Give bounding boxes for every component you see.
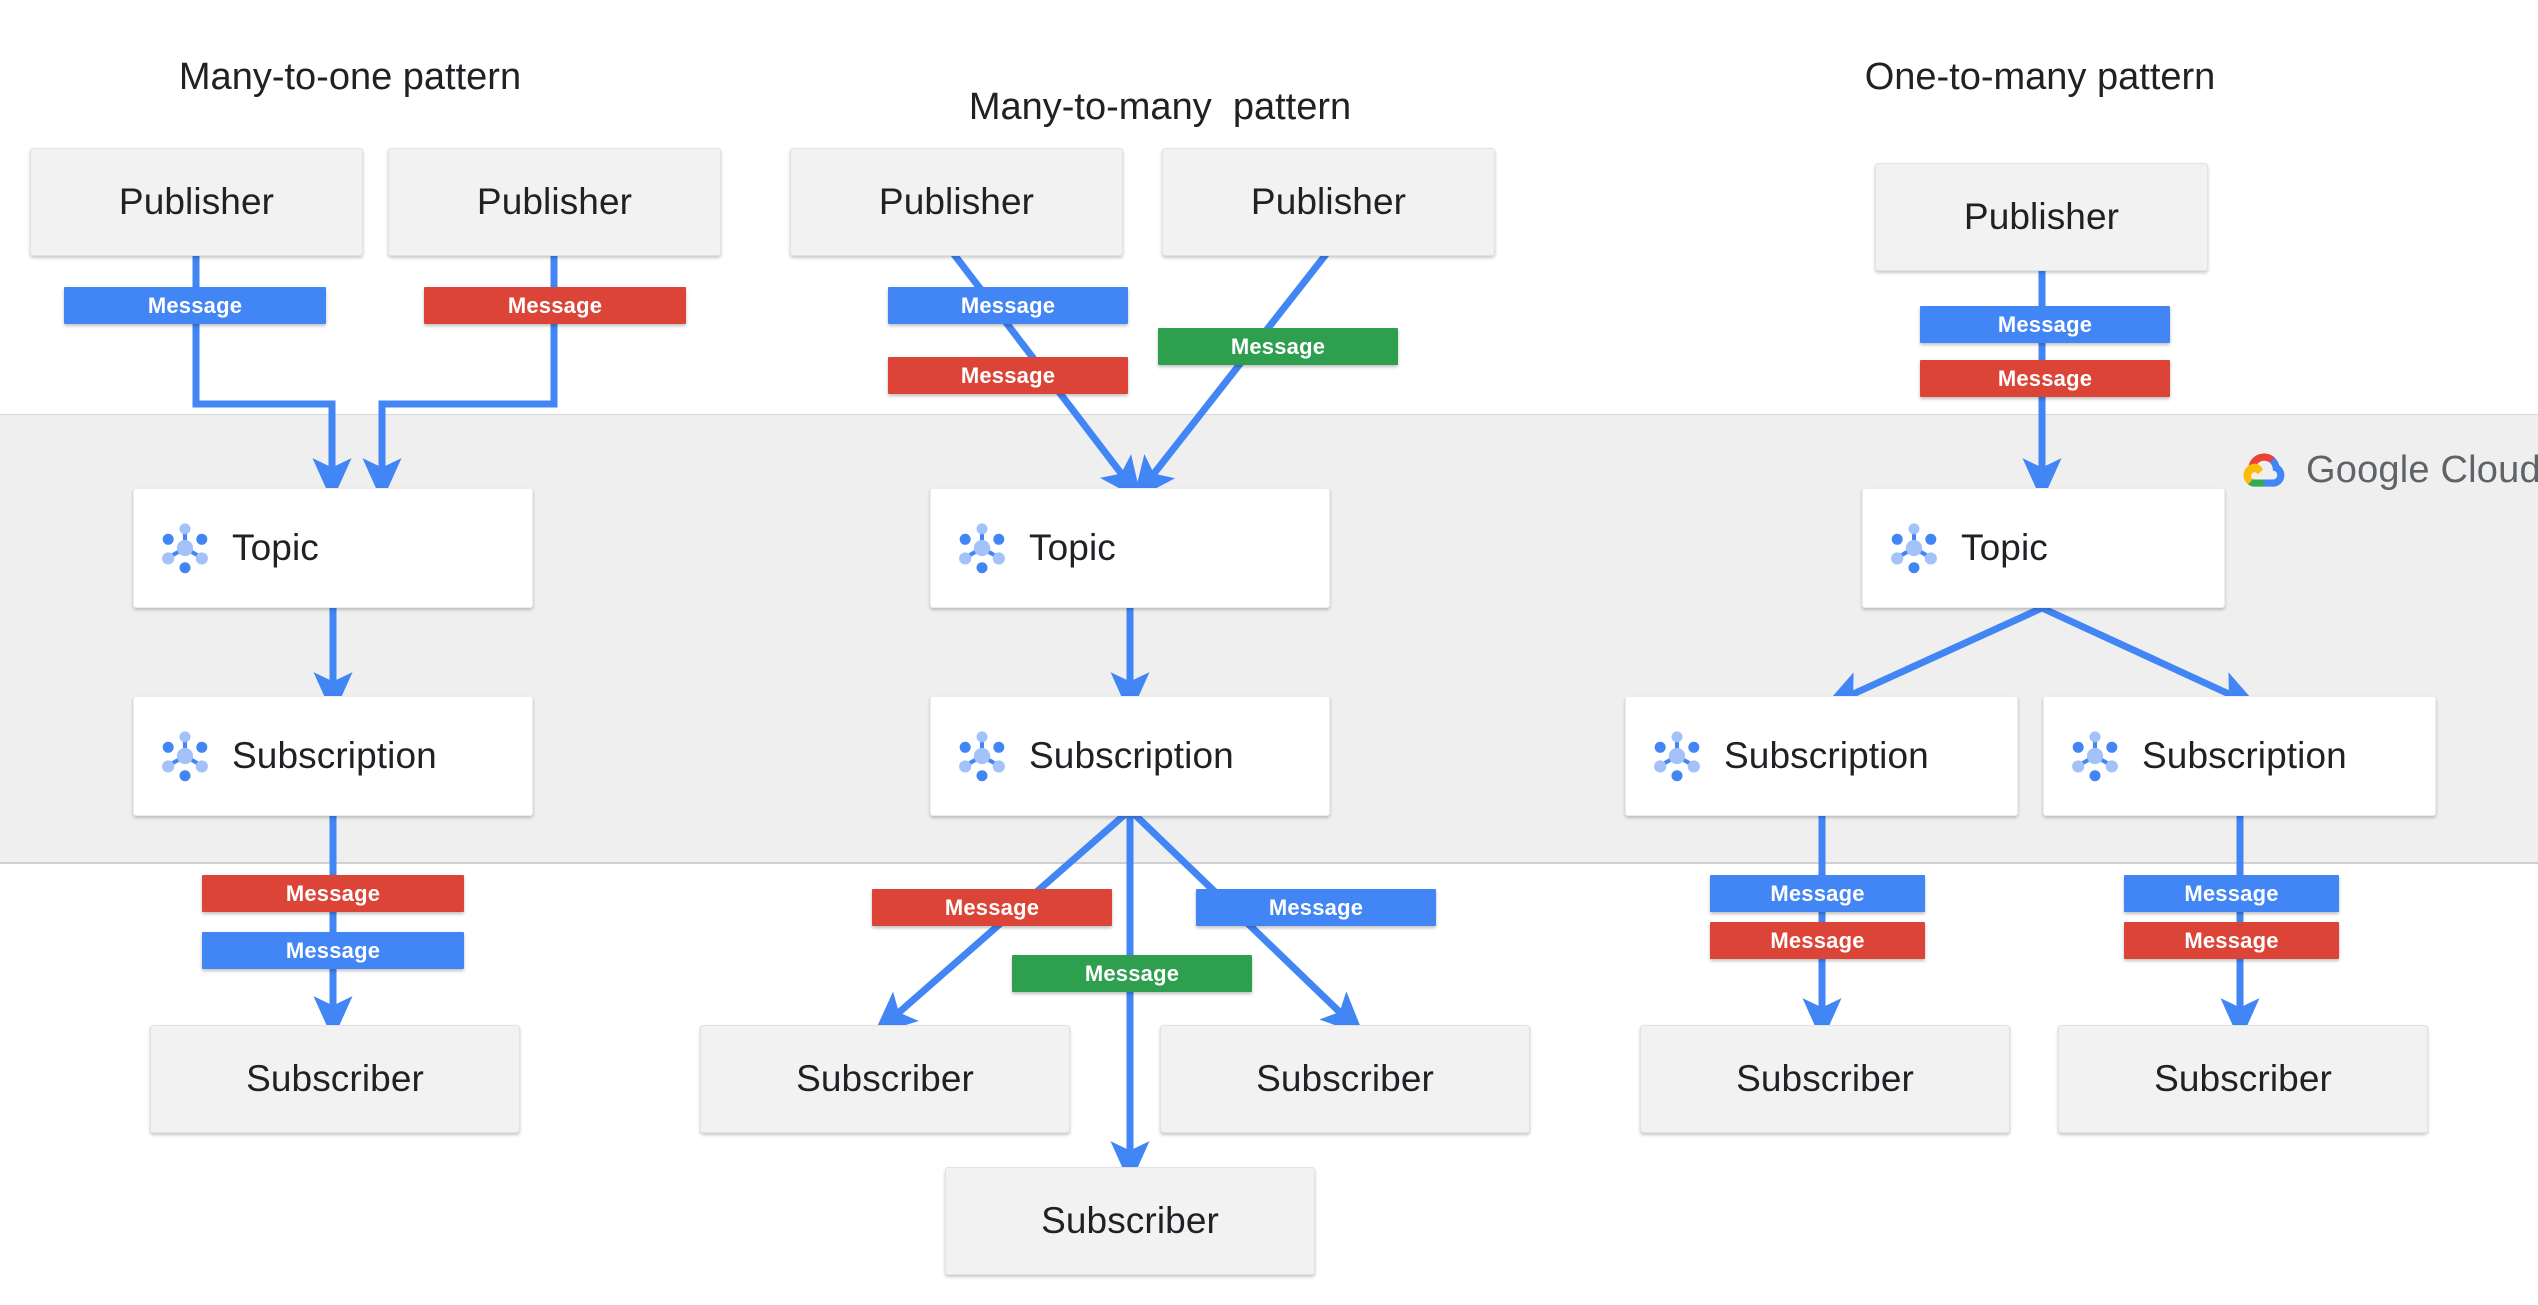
subscriber-label: Subscriber (2154, 1058, 2332, 1099)
message-label: Message (1770, 927, 1865, 953)
message-label: Message (1084, 960, 1180, 986)
message-label: Message (2184, 927, 2279, 953)
message-chip: Message (64, 287, 326, 324)
message-label: Message (147, 292, 243, 318)
message-label: Message (285, 937, 381, 963)
google-cloud-brand: Google Cloud (2238, 448, 2538, 492)
message-chip: Message (888, 357, 1128, 394)
publisher-label: Publisher (476, 181, 633, 222)
topic-box[interactable]: Topic (1862, 488, 2225, 608)
pubsub-node-icon (1891, 523, 1937, 574)
subscription-box[interactable]: Subscription (2043, 696, 2436, 816)
message-chip: Message (872, 889, 1112, 926)
message-chip: Message (888, 287, 1128, 324)
publisher-box[interactable]: Publisher (388, 148, 721, 256)
subscription-box[interactable]: Subscription (1625, 696, 2018, 816)
pattern-title-one-to-many: One-to-many pattern (1864, 56, 2216, 98)
message-chip: Message (2124, 922, 2339, 959)
message-chip: Message (424, 287, 686, 324)
message-chip: Message (202, 875, 464, 912)
google-cloud-wordmark: Google Cloud (2306, 448, 2538, 491)
message-chip: Message (1012, 955, 1252, 992)
topic-label: Topic (1961, 527, 2048, 568)
message-label: Message (1997, 365, 2093, 391)
message-chip: Message (1196, 889, 1436, 926)
publisher-label: Publisher (118, 181, 275, 222)
message-label: Message (960, 292, 1056, 318)
pattern-title-many-to-many: Many-to-many pattern (968, 86, 1352, 128)
message-chip: Message (1158, 328, 1398, 365)
message-chip: Message (1920, 360, 2170, 397)
subscription-label: Subscription (232, 735, 437, 776)
message-chip: Message (1710, 875, 1925, 912)
subscriber-box[interactable]: Subscriber (150, 1025, 520, 1133)
publisher-label: Publisher (1963, 196, 2120, 237)
pubsub-node-icon (1654, 731, 1700, 782)
pubsub-node-icon (959, 731, 1005, 782)
message-label: Message (285, 880, 381, 906)
subscriber-label: Subscriber (1736, 1058, 1914, 1099)
pattern-title-many-to-one: Many-to-one pattern (178, 56, 522, 98)
message-chip: Message (2124, 875, 2339, 912)
subscriber-box[interactable]: Subscriber (2058, 1025, 2428, 1133)
publisher-label: Publisher (1250, 181, 1407, 222)
subscriber-label: Subscriber (1256, 1058, 1434, 1099)
publisher-label: Publisher (878, 181, 1035, 222)
pubsub-node-icon (162, 731, 208, 782)
subscription-label: Subscription (1029, 735, 1234, 776)
message-label: Message (1268, 894, 1364, 920)
subscriber-label: Subscriber (796, 1058, 974, 1099)
pubsub-node-icon (162, 523, 208, 574)
topic-label: Topic (1029, 527, 1116, 568)
publisher-box[interactable]: Publisher (1875, 163, 2208, 271)
topic-box[interactable]: Topic (133, 488, 533, 608)
subscriber-box[interactable]: Subscriber (945, 1167, 1315, 1275)
message-label: Message (2184, 880, 2279, 906)
pubsub-node-icon (959, 523, 1005, 574)
message-chip: Message (202, 932, 464, 969)
subscription-label: Subscription (1724, 735, 1929, 776)
subscription-box[interactable]: Subscription (133, 696, 533, 816)
topic-box[interactable]: Topic (930, 488, 1330, 608)
subscriber-label: Subscriber (246, 1058, 424, 1099)
subscriber-box[interactable]: Subscriber (700, 1025, 1070, 1133)
pubsub-node-icon (2072, 731, 2118, 782)
message-label: Message (1997, 311, 2093, 337)
publisher-box[interactable]: Publisher (30, 148, 363, 256)
publisher-box[interactable]: Publisher (790, 148, 1123, 256)
topic-label: Topic (232, 527, 319, 568)
subscriber-label: Subscriber (1041, 1200, 1219, 1241)
subscription-box[interactable]: Subscription (930, 696, 1330, 816)
message-label: Message (944, 894, 1040, 920)
message-label: Message (507, 292, 603, 318)
subscription-label: Subscription (2142, 735, 2347, 776)
subscriber-box[interactable]: Subscriber (1160, 1025, 1530, 1133)
google-cloud-logo-icon (2243, 453, 2285, 487)
message-label: Message (960, 362, 1056, 388)
message-chip: Message (1920, 306, 2170, 343)
message-label: Message (1770, 880, 1865, 906)
message-chip: Message (1710, 922, 1925, 959)
publisher-box[interactable]: Publisher (1162, 148, 1495, 256)
subscriber-box[interactable]: Subscriber (1640, 1025, 2010, 1133)
message-label: Message (1230, 333, 1326, 359)
